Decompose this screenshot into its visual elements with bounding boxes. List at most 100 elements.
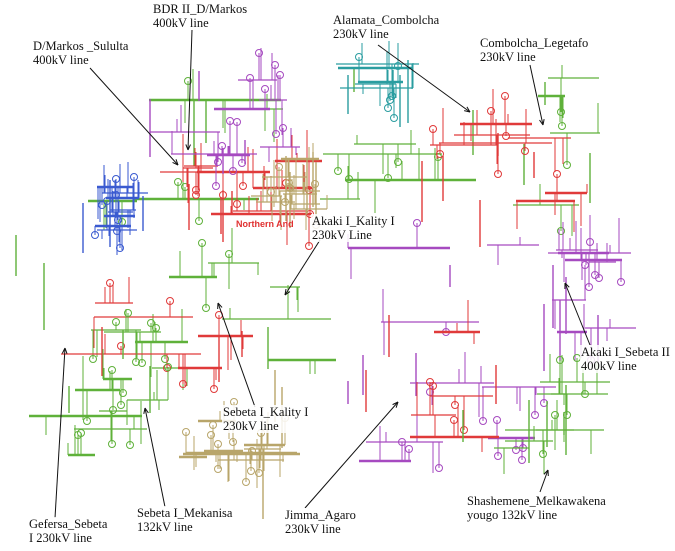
transformer-symbol (98, 201, 106, 209)
pointer-arrowhead (217, 302, 223, 308)
callout-pointer (564, 282, 591, 346)
transformer-symbol (212, 182, 220, 190)
transformer-symbol (518, 456, 526, 464)
callout-pointer (377, 44, 471, 113)
pointer-arrowhead (466, 106, 471, 113)
callout-name: Sebeta I_Mekanisa (137, 506, 233, 520)
callout-pointer (539, 469, 549, 493)
transformer-symbol (334, 167, 342, 175)
transformer-symbol (521, 147, 529, 155)
transformer-symbol (436, 150, 444, 158)
callout-name: Sebeta I_Kality I (223, 405, 309, 419)
transformer-symbol (214, 465, 222, 473)
transformer-symbol (413, 219, 421, 227)
transformer-symbol (202, 304, 210, 312)
callout-voltage: 400kV line (33, 53, 89, 67)
callout-voltage: 400kV line (153, 16, 209, 30)
transformer-symbol (501, 92, 509, 100)
transformer-symbol (487, 107, 495, 115)
transformer-symbol (558, 122, 566, 130)
callout-voltage: 230kV line (333, 27, 389, 41)
transformer-symbol (108, 366, 116, 374)
transformer-symbol (275, 163, 283, 171)
transformer-symbol (130, 173, 138, 181)
transformer-symbol (89, 355, 97, 363)
transformer-symbol (166, 297, 174, 305)
transformer-symbol (563, 161, 571, 169)
transformer-symbol (460, 426, 468, 434)
transformer-symbol (557, 227, 565, 235)
callout-pointer (187, 29, 193, 151)
callout-pointers (54, 29, 591, 519)
transformer-symbol (261, 85, 269, 93)
transformer-symbol (229, 167, 237, 175)
transformer-symbol (553, 170, 561, 178)
callout-name: Akaki I_Kality I (312, 214, 395, 228)
transformer-symbol (531, 411, 539, 419)
callout-name: D/Markos _Sululta (33, 39, 129, 53)
transformer-symbol (479, 417, 487, 425)
transformer-symbol (617, 278, 625, 286)
callout-combolcha-legetafo: Combolcha_Legetafo 230kV line (479, 36, 590, 64)
transformer-symbol (182, 428, 190, 436)
pointer-arrowhead (175, 159, 179, 166)
callout-dmarkos-sululta: D/Markos _Sululta 400kV line (32, 39, 130, 67)
transformer-symbol (581, 390, 589, 398)
callout-name: Akaki I_Sebeta II (581, 345, 670, 359)
transformer-symbol (239, 182, 247, 190)
callout-jimma-agaro: Jimma_Agaro 230kV line (284, 508, 357, 536)
callout-pointer (284, 239, 321, 296)
callout-pointer (217, 302, 256, 408)
transformer-symbol (556, 356, 564, 364)
transformer-symbol (246, 74, 254, 82)
callout-akaki1-sebeta2: Akaki I_Sebeta II 400kV line (580, 345, 671, 373)
transformer-symbol (276, 71, 284, 79)
callout-name: BDR II_D/Markos (153, 2, 248, 16)
transformer-symbol (195, 217, 203, 225)
transformer-symbol (539, 450, 547, 458)
region-label: Northern And (236, 219, 294, 229)
transformer-symbol (119, 389, 127, 397)
callout-pointer (144, 407, 166, 508)
transformer-symbol (184, 77, 192, 85)
transformer-symbol (494, 452, 502, 460)
transformer-symbol (132, 358, 140, 366)
callout-name: Alamata_Combolcha (333, 13, 440, 27)
transformer-symbol (198, 239, 206, 247)
transformer-symbol (494, 170, 502, 178)
transformer-symbol (502, 132, 510, 140)
transformer-symbol (117, 401, 125, 409)
transformer-symbol (394, 158, 402, 166)
transformer-symbol (390, 114, 398, 122)
transformer-symbol (91, 231, 99, 239)
transformer-symbol (512, 446, 520, 454)
callout-bdr2-dmarkos: BDR II_D/Markos 400kV line (152, 2, 249, 30)
callout-name: Jimma_Agaro (285, 508, 356, 522)
callout-pointer (54, 347, 66, 519)
callout-voltage: yougo 132kV line (467, 508, 558, 522)
pointer-arrowhead (539, 119, 544, 126)
transformer-symbol (311, 180, 319, 188)
transformer-symbol (435, 464, 443, 472)
transformer-symbol (493, 416, 501, 424)
transformer-symbol (174, 178, 182, 186)
pointer-arrowhead (284, 289, 287, 296)
pointer-arrowhead (143, 407, 146, 414)
callout-pointer (304, 401, 399, 509)
transformer-symbol (207, 431, 215, 439)
transformer-symbol (557, 108, 565, 116)
callout-shashemene-melkawakena: Shashemene_Melkawakena yougo 132kV line (466, 494, 607, 522)
transformer-symbol (106, 279, 114, 287)
transformer-symbol (591, 271, 599, 279)
pointer-arrowhead (284, 291, 291, 296)
callout-voltage: 230kV line (285, 522, 341, 536)
callout-voltage: 230kV line (480, 50, 536, 64)
callout-gefersa-sebeta: Gefersa_Sebeta I 230kV line (28, 517, 109, 545)
pointer-arrowhead (564, 282, 570, 288)
transformer-symbol (247, 467, 255, 475)
pointer-arrowhead (64, 347, 68, 354)
transformer-symbol (214, 440, 222, 448)
callout-akaki1-kality1: Akaki I_Kality I 230kV Line (311, 214, 396, 242)
